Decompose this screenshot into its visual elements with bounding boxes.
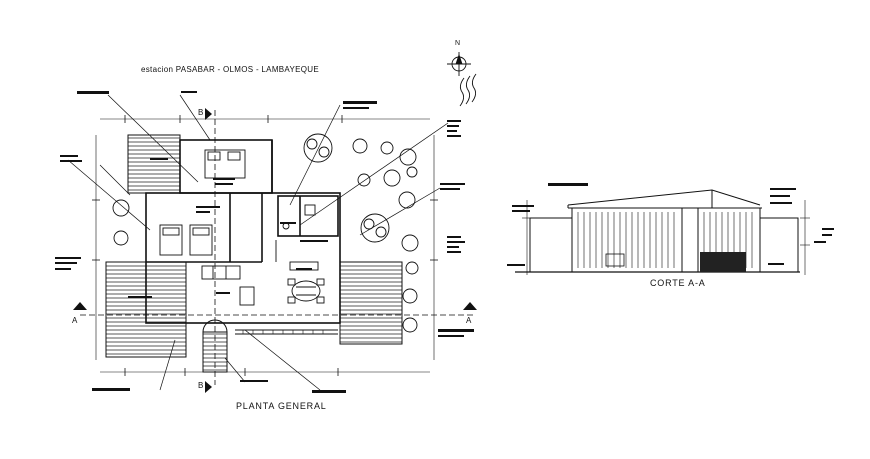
section-marker-a-right: A bbox=[466, 316, 472, 325]
plan-dimension-lines bbox=[92, 115, 438, 376]
roof bbox=[567, 189, 762, 209]
section-marker-b-bottom: B bbox=[198, 381, 204, 390]
section-marker-b-top: B bbox=[198, 108, 204, 117]
terrace-top-left bbox=[127, 134, 181, 194]
section-walls bbox=[529, 208, 799, 273]
section-dimensions bbox=[522, 200, 810, 275]
site-label: estacion PASABAR - OLMOS - LAMBAYEQUE bbox=[141, 65, 319, 74]
bed-main bbox=[204, 149, 246, 179]
beds-twin bbox=[159, 224, 213, 256]
section-furniture bbox=[605, 253, 625, 267]
section-title: CORTE A-A bbox=[650, 278, 706, 288]
entrance bbox=[202, 319, 338, 373]
floor-plan bbox=[55, 52, 477, 393]
section-marker-a-left: A bbox=[72, 316, 78, 325]
section-dark-opening bbox=[700, 252, 746, 272]
north-arrow-icon bbox=[447, 52, 471, 76]
annotation-blocks bbox=[55, 91, 474, 393]
section-annotation-blocks bbox=[507, 183, 834, 266]
wind-icon bbox=[459, 73, 477, 107]
section-cut-lines bbox=[80, 110, 475, 385]
terrace-left bbox=[105, 261, 187, 358]
section-arrows bbox=[73, 108, 477, 393]
leader-lines bbox=[67, 94, 449, 391]
kitchen-counter bbox=[275, 204, 319, 271]
terrace-right bbox=[339, 261, 403, 345]
plan-title: PLANTA GENERAL bbox=[236, 401, 327, 411]
sofa bbox=[201, 265, 255, 306]
north-label: N bbox=[455, 40, 461, 47]
trees bbox=[112, 133, 419, 333]
dining-table bbox=[287, 278, 325, 304]
section-a-a bbox=[507, 183, 834, 275]
